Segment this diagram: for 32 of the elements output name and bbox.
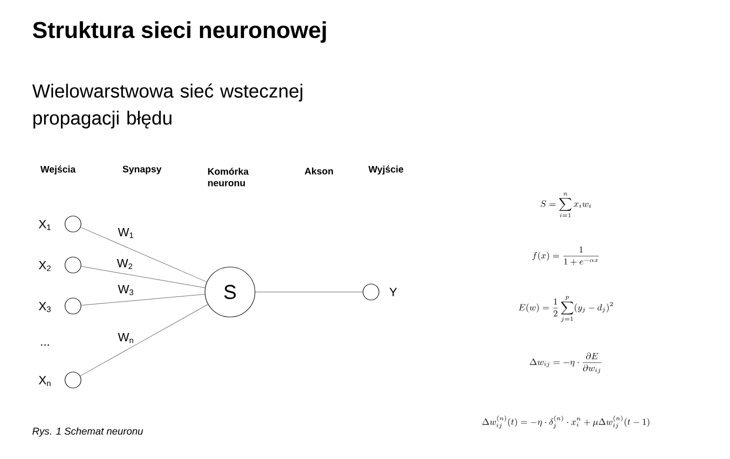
- input-circle: [64, 256, 82, 274]
- connector-line: [81, 294, 206, 306]
- column-header: Komórka neuronu: [208, 168, 249, 186]
- title: Struktura sieci neuronowej: [32, 21, 326, 43]
- input-circle: [64, 298, 82, 314]
- node-label: X$_{3}$: [38, 302, 51, 312]
- formula: $S=\sum_{i=1}^{n} x_i w_i$: [540, 192, 591, 218]
- column-header: Synapsy: [122, 166, 162, 174]
- connector-line: [80, 304, 208, 376]
- formula: $E(w)=\frac{1}{2}\sum_{j=1}^{p}(y_j-d_j)^2$: [518, 296, 613, 322]
- edge-label: W$_{3}$: [118, 284, 134, 296]
- subtitle: Wielowarstwowa sieć wstecznej propagacji błędu: [32, 84, 302, 128]
- connector-line: [80, 266, 206, 288]
- node-label: X$_{2}$: [38, 260, 51, 272]
- caption: Rys. 1 Schemat neuronu: [32, 427, 143, 437]
- input-circle: [64, 216, 82, 232]
- edge-label: W$_{n}$: [118, 332, 134, 344]
- input-circle: [64, 372, 82, 388]
- column-header: Akson: [304, 168, 333, 174]
- output-circle: [362, 284, 380, 300]
- formula: $\Delta w_{ij}^{(n)}(t)=-\eta\cdot\delta_j^{(n)}\cdot x_i^n+\mu\Delta w_{ij}^{(n)}(t-1)$: [482, 416, 650, 428]
- edge-label: W$_{1}$: [118, 228, 134, 238]
- connector-line: [80, 227, 208, 282]
- node-label: X$_{1}$: [38, 220, 51, 230]
- ellipsis: ...: [41, 344, 49, 346]
- column-header: Wyjście: [368, 166, 404, 174]
- edge-label: W$_{2}$: [116, 258, 132, 270]
- node-label: Y: [389, 288, 397, 296]
- formula: $\Delta w_{ij}=-\eta\cdot\frac{\partial E}{\partial w_{ij}}$: [530, 352, 602, 374]
- column-header: Wejścia: [40, 166, 76, 174]
- node-label: X$_{n}$: [38, 376, 50, 386]
- formula: $f(x)=\frac{1}{1+e^{-\alpha x}}$: [532, 246, 599, 266]
